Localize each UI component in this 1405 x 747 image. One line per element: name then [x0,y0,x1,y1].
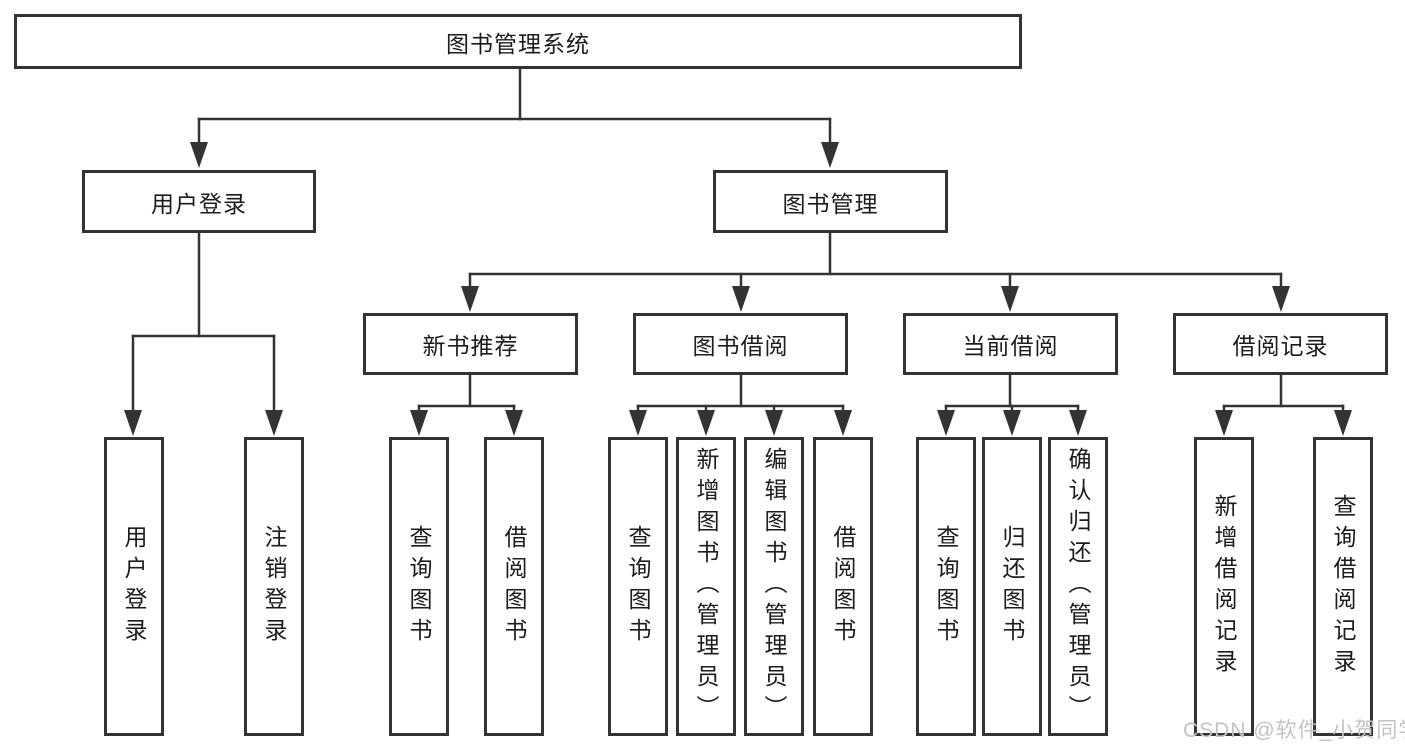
leaf-nbr-borrow-books: 借阅图书 [484,437,544,736]
connector-current-borrowing-branch [944,373,1080,414]
leaf-cb-return-books: 归还图书 [982,437,1042,736]
leaf-bb-edit-book-admin: 编辑图书（管理员） [744,437,804,736]
node-library-system: 图书管理系统 [14,14,1022,69]
arrowheads-level3 [461,286,1290,312]
node-label: 查询图书 [406,524,432,649]
node-label: 确认归还（管理员） [1065,447,1091,726]
node-user-login: 用户登录 [82,170,316,233]
node-book-borrowing: 图书借阅 [633,313,848,375]
node-label: 借阅图书 [501,524,527,649]
leaf-bb-borrow-books: 借阅图书 [813,437,873,736]
arrowheads-leaf-row [124,410,1352,436]
node-label: 图书借阅 [692,333,789,359]
node-label: 查询借阅记录 [1330,493,1356,680]
node-label: 归还图书 [999,524,1025,649]
node-book-management: 图书管理 [713,170,948,233]
leaf-logout: 注销登录 [244,437,304,736]
node-label: 新书推荐 [422,333,519,359]
node-label: 注销登录 [261,524,287,649]
node-new-book-recommendation: 新书推荐 [363,313,578,375]
leaf-user-login: 用户登录 [104,437,164,736]
leaf-cb-query-books: 查询图书 [916,437,976,736]
node-label: 借阅记录 [1232,333,1329,359]
node-label: 用户登录 [151,190,247,217]
node-label: 图书管理 [782,190,879,217]
node-borrowing-records: 借阅记录 [1173,313,1388,375]
leaf-br-add-borrow-record: 新增借阅记录 [1194,437,1254,736]
connector-book-borrowing-branch [636,373,845,414]
connector-book-management-branch [468,231,1283,292]
connector-root-to-level2 [197,67,832,148]
leaf-cb-confirm-return-admin: 确认归还（管理员） [1048,437,1108,736]
leaf-br-query-borrow-record: 查询借阅记录 [1313,437,1373,736]
watermark-text: CSDN @软件_小贺同学 [1183,719,1405,742]
connector-borrowing-records-branch [1222,373,1345,414]
node-label: 查询图书 [933,524,959,649]
node-label: 新增图书（管理员） [693,447,719,726]
node-label: 新增借阅记录 [1211,493,1237,680]
leaf-nbr-query-books: 查询图书 [389,437,449,736]
connector-new-book-recommendation-branch [417,373,516,414]
node-current-borrowing: 当前借阅 [903,313,1118,375]
arrowheads-level2 [190,142,839,168]
node-label: 借阅图书 [830,524,856,649]
node-label: 图书管理系统 [446,30,590,57]
node-label: 当前借阅 [962,333,1059,359]
connector-user-login-branch [131,231,276,414]
leaf-bb-query-books: 查询图书 [608,437,668,736]
node-label: 编辑图书（管理员） [761,447,787,726]
leaf-bb-add-book-admin: 新增图书（管理员） [676,437,736,736]
node-label: 查询图书 [625,524,651,649]
node-label: 用户登录 [121,524,147,649]
